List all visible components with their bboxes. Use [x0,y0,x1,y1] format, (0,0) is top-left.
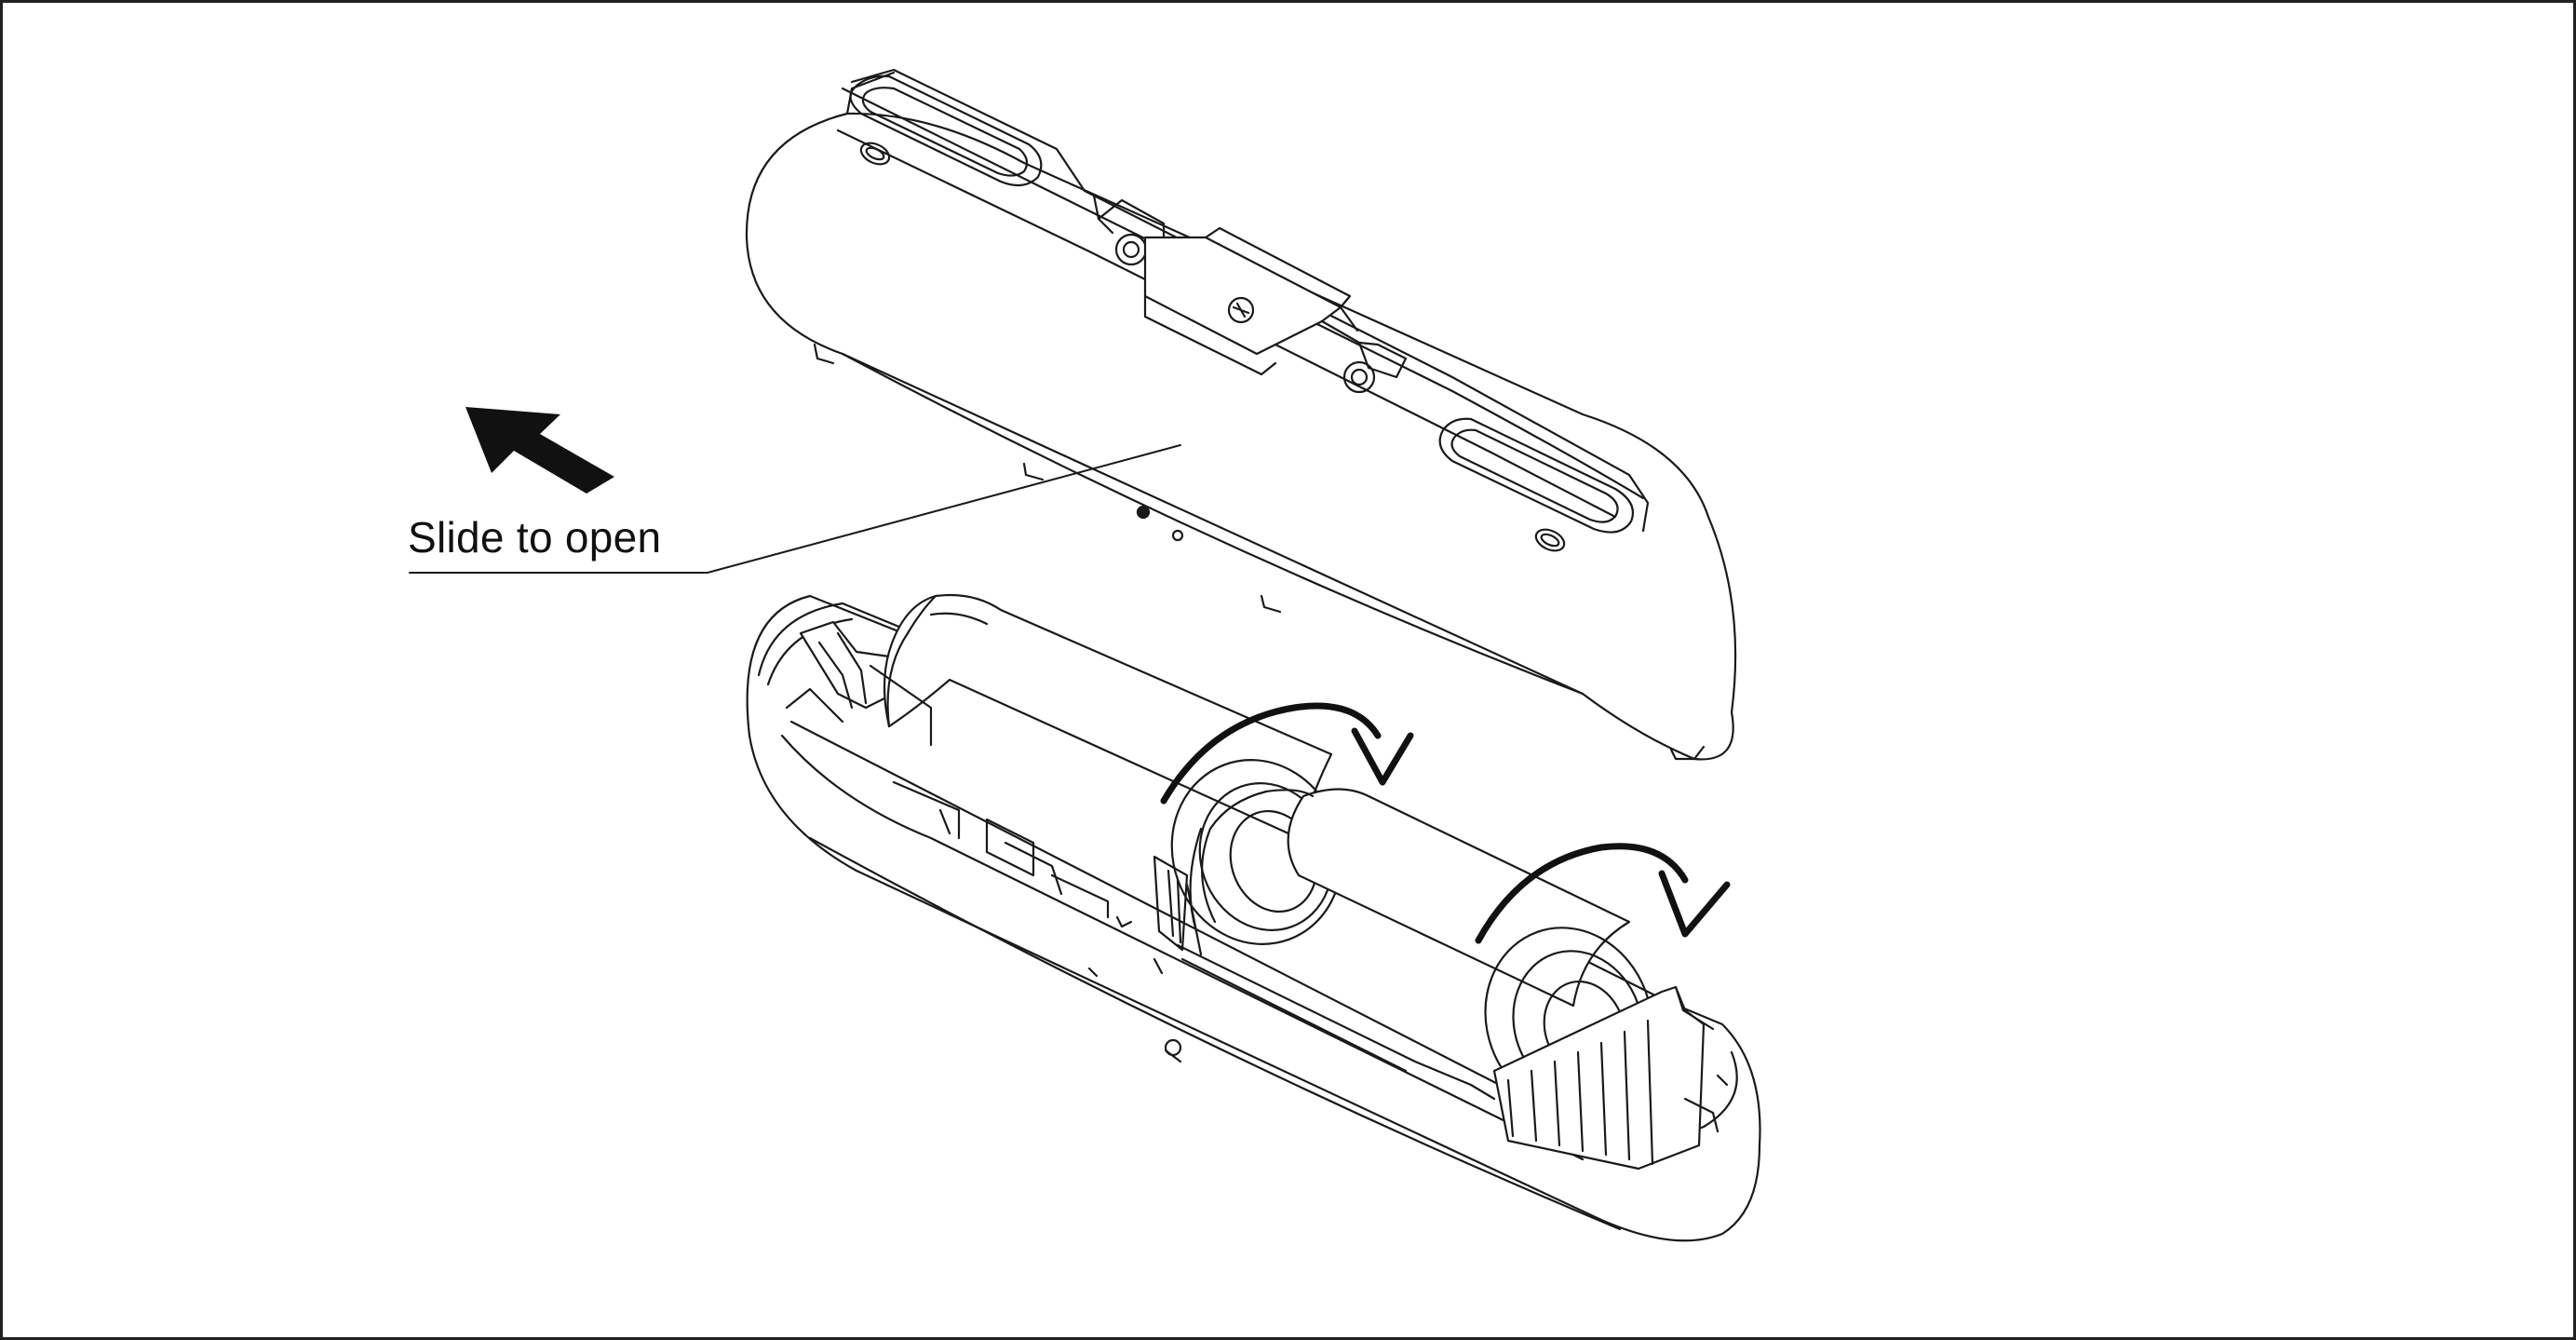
callout-leader-line [409,444,1181,574]
slide-to-open-label: Slide to open [408,513,661,562]
cover-center-bracket [1092,194,1408,394]
battery-tray [746,593,1761,1242]
cover-indicator-dot [1136,505,1151,520]
slide-direction-arrow-icon [465,407,614,494]
tray-latch-left [785,620,896,724]
tray-terminal-bracket-right [1492,985,1729,1171]
rotate-arrow-icon-lower [1475,843,1731,944]
battery-1 [883,593,1343,945]
cover-slot-right [1438,417,1635,534]
cover-hole-left [859,142,891,166]
cover-hole-right [1534,528,1566,552]
cover-slot-left [849,74,1043,187]
rotate-arrow-icon-upper [1160,702,1414,805]
battery-2 [1201,788,1653,1113]
spring-contact-middle [1153,855,1203,956]
battery-cover [745,68,1737,761]
cover-screw-icon [1227,296,1255,324]
